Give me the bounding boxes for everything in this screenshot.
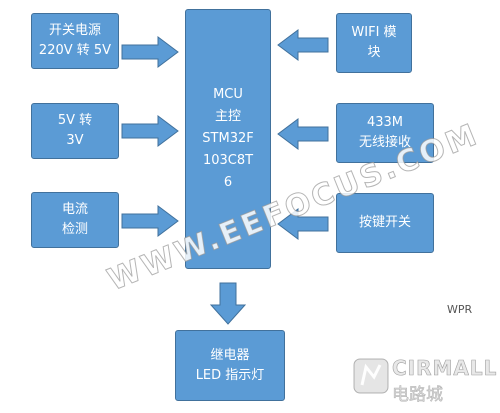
wpr-label: WPR (447, 303, 473, 316)
block-5v-to-3v: 5V 转 3V (31, 103, 119, 159)
5v3v-line-2: 3V (66, 133, 84, 148)
mcu-line-5: 6 (223, 175, 233, 190)
cirmall-logo-icon (353, 358, 389, 394)
433-line-2: 无线接收 (358, 135, 411, 150)
arrow-mcu-to-relay (209, 282, 247, 325)
wifi-line-2: 块 (367, 45, 381, 60)
block-433m: 433M 无线接收 (336, 103, 434, 163)
arrow-power-to-mcu (121, 36, 179, 68)
power-line-2: 220V 转 5V (38, 43, 112, 58)
433-line-1: 433M (366, 115, 403, 130)
cirmall-logo-subtext: 电路城 (392, 385, 444, 406)
block-power-supply: 开关电源 220V 转 5V (31, 13, 119, 69)
block-relay-led: 继电器 LED 指示灯 (175, 330, 285, 401)
arrow-433-to-mcu (277, 118, 329, 150)
relay-line-2: LED 指示灯 (195, 367, 265, 383)
button-line-1: 按键开关 (358, 215, 411, 230)
5v3v-line-1: 5V 转 (57, 113, 93, 128)
power-line-1: 开关电源 (48, 23, 101, 38)
current-line-1: 电流 (61, 202, 88, 217)
mcu-line-3: STM32F (202, 131, 254, 146)
arrow-5v3v-to-mcu (121, 115, 179, 147)
arrow-wifi-to-mcu (277, 29, 329, 61)
current-line-2: 检测 (61, 222, 88, 237)
block-button-switch: 按键开关 (336, 193, 434, 253)
mcu-line-1: MCU (213, 87, 243, 102)
block-current-detect: 电流 检测 (31, 192, 119, 248)
wifi-line-1: WIFI 模 (351, 25, 397, 40)
mcu-line-4: 103C8T (202, 153, 254, 168)
arrow-button-to-mcu (277, 208, 329, 240)
relay-line-1: 继电器 (210, 347, 250, 363)
block-wifi: WIFI 模 块 (336, 13, 412, 73)
cirmall-logo-text: CIRMALL (392, 356, 498, 381)
arrow-current-to-mcu (121, 205, 179, 237)
block-mcu: MCU 主控 STM32F 103C8T 6 (185, 9, 271, 269)
mcu-line-2: 主控 (214, 109, 241, 124)
